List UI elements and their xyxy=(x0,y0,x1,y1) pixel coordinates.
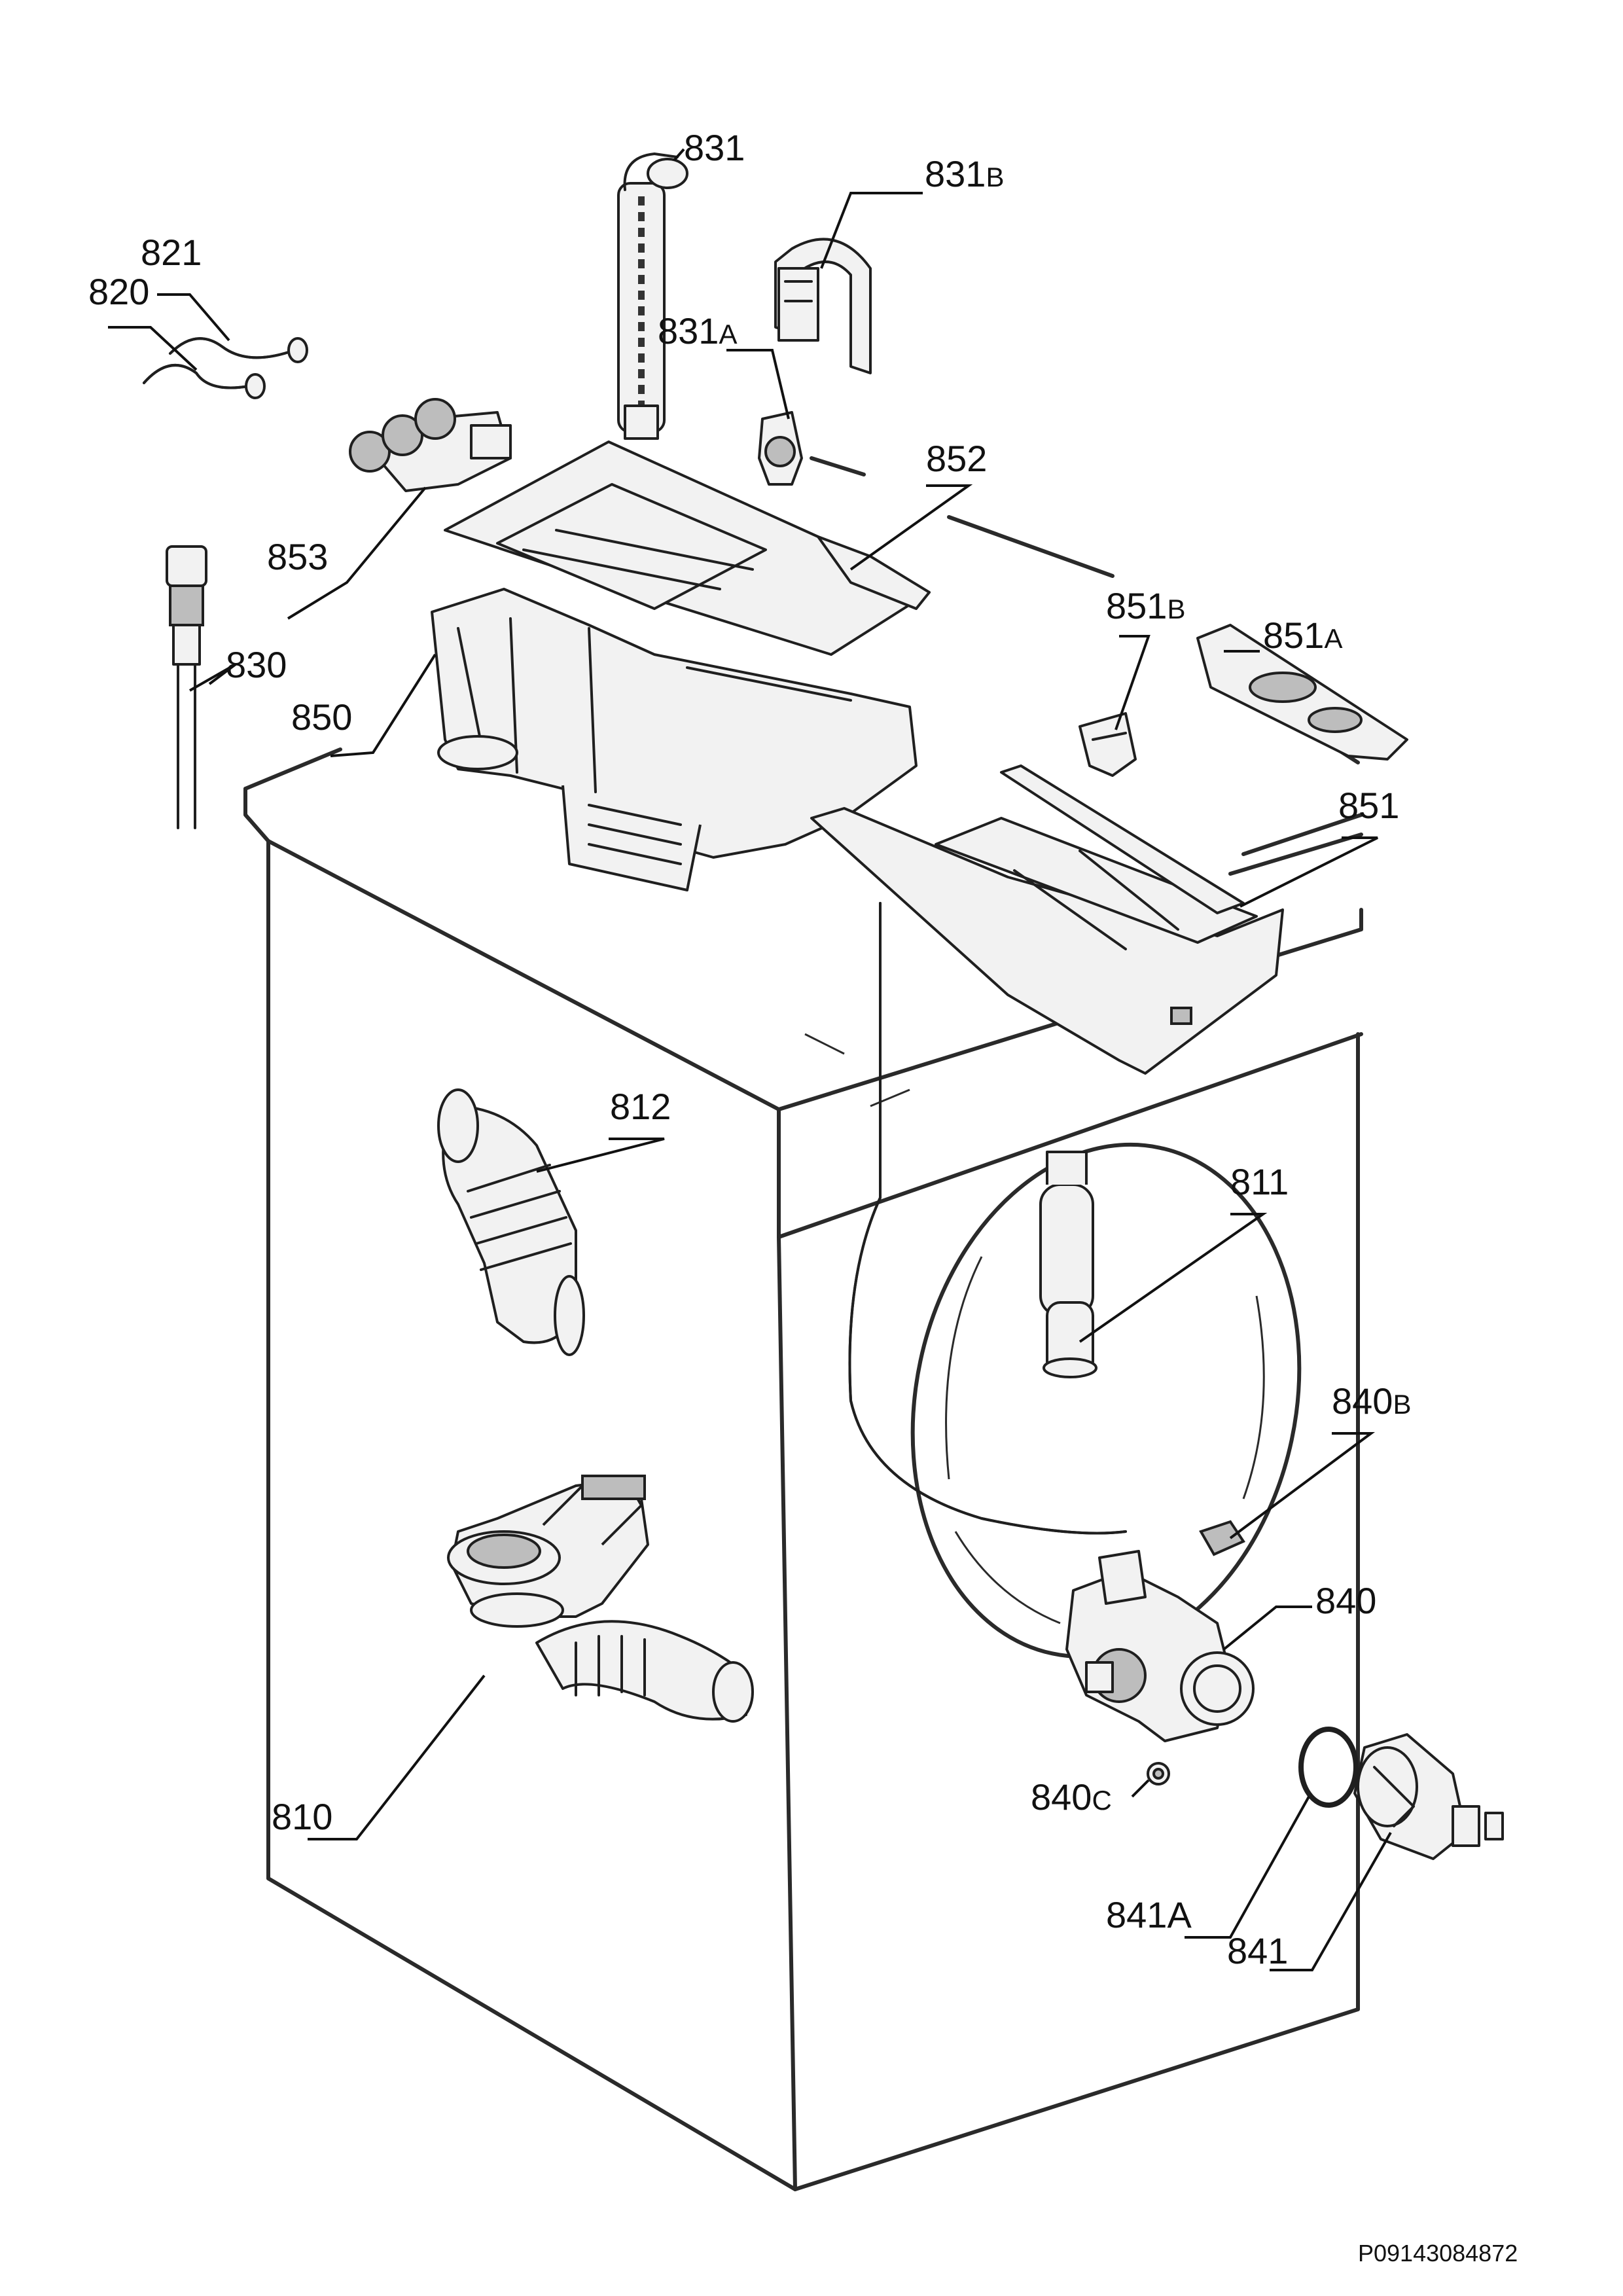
part-850-dispenser-housing xyxy=(431,588,918,891)
part-840-drain-pump xyxy=(1065,1550,1255,1742)
callout-841A: 841A xyxy=(1106,1894,1192,1935)
callout-830: 830 xyxy=(226,644,287,685)
callout-811: 811 xyxy=(1230,1161,1289,1202)
callout-840B: 840B xyxy=(1332,1380,1411,1422)
part-820-821-inlet-hoses xyxy=(143,337,308,399)
callout-841: 841 xyxy=(1227,1930,1288,1971)
callout-840: 840 xyxy=(1315,1580,1376,1621)
callout-810: 810 xyxy=(272,1796,332,1837)
callout-853: 853 xyxy=(267,536,328,577)
callout-labels: 831 831B 831A 821 820 830 853 852 850 85… xyxy=(88,127,1411,1971)
part-853-inlet-valve xyxy=(349,398,512,492)
part-852-dispenser-cover xyxy=(444,440,931,656)
part-851B-clip xyxy=(1079,712,1137,777)
part-831-drain-hose xyxy=(617,152,688,440)
callout-831: 831 xyxy=(684,127,745,168)
callout-821: 821 xyxy=(141,232,202,273)
drum-door-outline xyxy=(910,1142,1302,1659)
callout-851B: 851B xyxy=(1106,585,1185,626)
leader-lines xyxy=(108,148,1392,1971)
part-831A-clip xyxy=(758,411,803,486)
callout-851: 851 xyxy=(1338,785,1399,826)
cabinet-outline xyxy=(243,456,1363,2191)
part-811-pressure-chamber xyxy=(1039,1151,1097,1378)
part-851-detergent-drawer xyxy=(810,764,1284,1075)
part-851A-drawer-handle xyxy=(1196,624,1408,761)
part-810-sump-hose xyxy=(447,1475,754,1723)
part-812-bellows-hose xyxy=(437,1088,585,1356)
callout-851A: 851A xyxy=(1263,615,1342,656)
callout-850: 850 xyxy=(291,696,352,738)
reference-code: P09143084872 xyxy=(1358,2240,1518,2267)
part-830-inlet-hose xyxy=(166,545,207,829)
callout-820: 820 xyxy=(88,271,149,312)
part-831B-hose-hook xyxy=(774,238,872,374)
part-841-pump-filter xyxy=(1353,1733,1504,1860)
callout-831A: 831A xyxy=(658,310,737,351)
callout-831B: 831B xyxy=(925,153,1004,194)
callout-852: 852 xyxy=(926,438,987,479)
part-841A-seal-ring xyxy=(1298,1727,1359,1808)
callout-840C: 840C xyxy=(1031,1776,1112,1818)
internal-drain-pipe xyxy=(848,902,1127,1535)
part-840B-small-block xyxy=(1199,1520,1245,1556)
part-840C-nut xyxy=(1147,1762,1170,1785)
callout-812: 812 xyxy=(610,1086,671,1127)
